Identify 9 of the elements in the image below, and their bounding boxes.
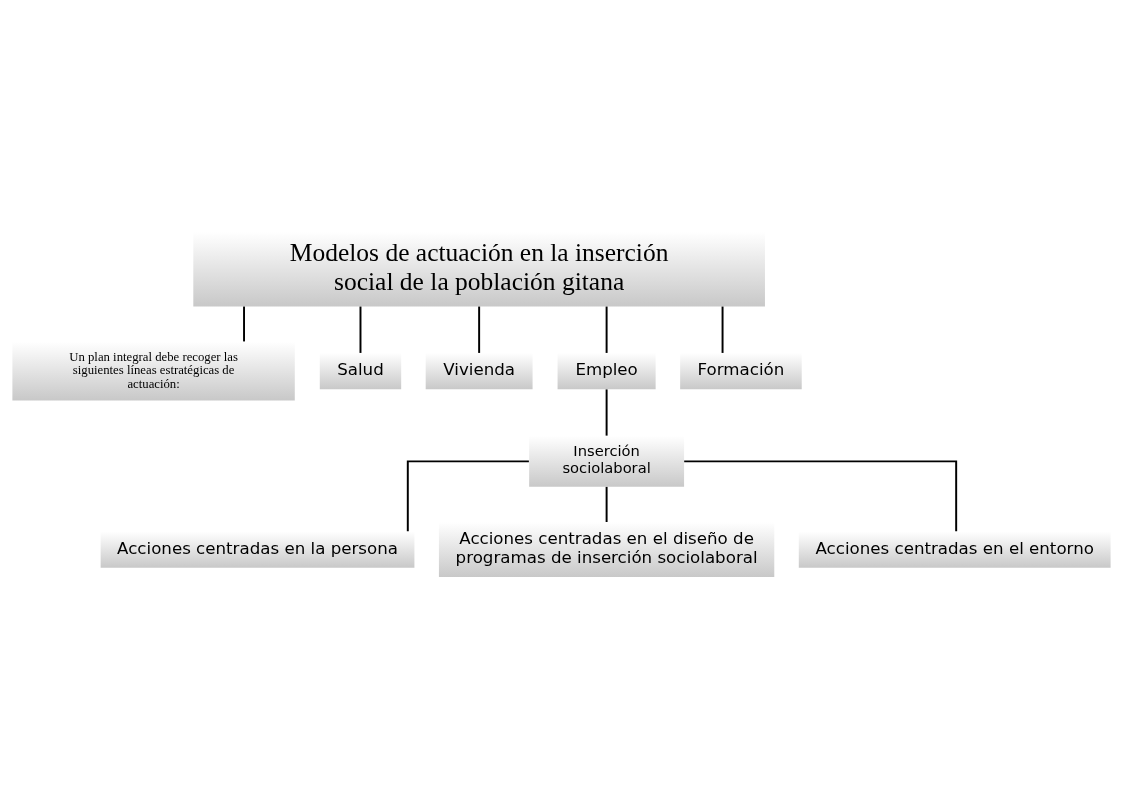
connector <box>605 485 608 523</box>
connector <box>243 305 246 342</box>
connector <box>683 459 958 532</box>
connector <box>605 387 608 437</box>
connector <box>359 305 362 354</box>
connector <box>605 305 608 354</box>
connector <box>406 459 530 532</box>
connector <box>721 305 724 354</box>
connector <box>478 305 481 354</box>
